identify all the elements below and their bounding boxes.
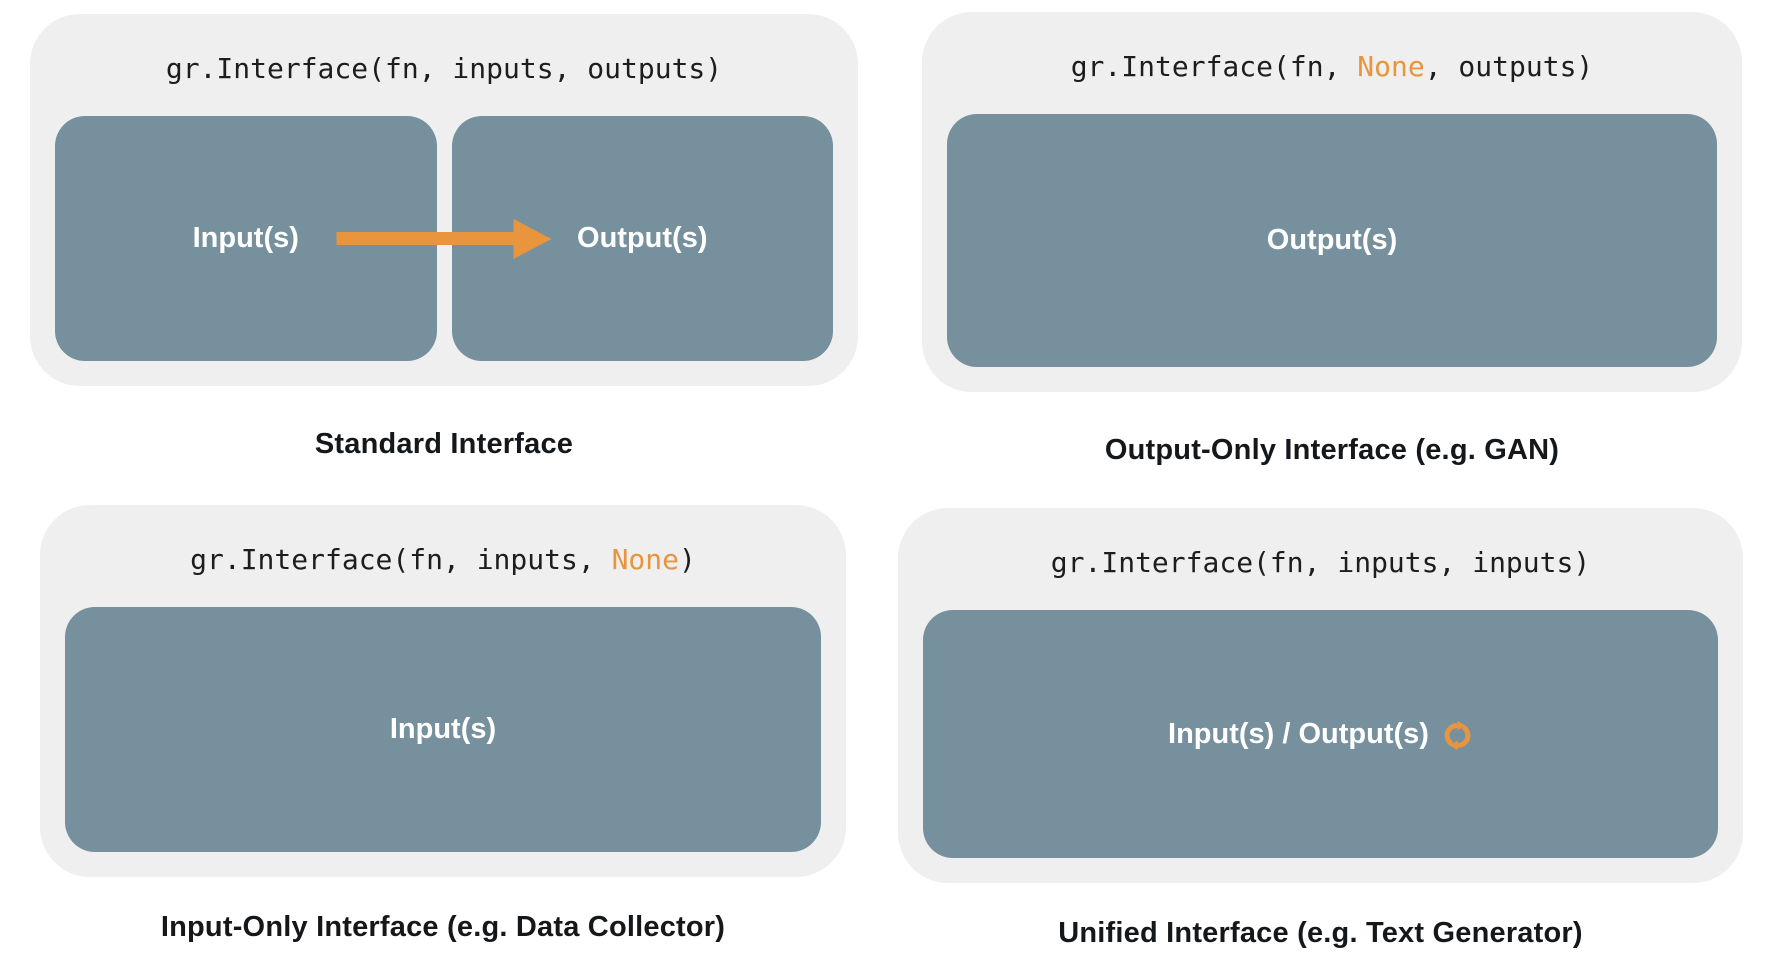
standard-boxes: Input(s) Output(s) — [55, 116, 833, 361]
panel-output-only-card: gr.Interface(fn, None, outputs) Output(s… — [922, 12, 1742, 392]
code-pre: gr.Interface(fn, — [1070, 50, 1358, 83]
code-pre: gr.Interface(fn, inputs, inputs) — [1050, 546, 1591, 579]
caption-input-only: Input-Only Interface (e.g. Data Collecto… — [160, 911, 726, 943]
panel-output-only: gr.Interface(fn, None, outputs) Output(s… — [922, 12, 1742, 467]
caption-output-only: Output-Only Interface (e.g. GAN) — [1104, 434, 1560, 466]
input-box-label: Input(s) — [192, 222, 299, 254]
code-standard: gr.Interface(fn, inputs, outputs) — [55, 36, 833, 102]
code-highlight-none: None — [1357, 50, 1425, 83]
input-output-box-label: Input(s) / Output(s) — [1168, 717, 1429, 750]
input-box-label: Input(s) — [389, 713, 497, 745]
output-box-label: Output(s) — [1266, 224, 1398, 256]
code-unified: gr.Interface(fn, inputs, inputs) — [923, 530, 1718, 596]
code-pre: gr.Interface(fn, inputs, — [190, 543, 612, 576]
unified-boxes: Input(s) / Output(s) — [923, 610, 1718, 858]
input-box: Input(s) — [55, 116, 437, 361]
code-highlight-none: None — [611, 543, 679, 576]
code-post: ) — [679, 543, 696, 576]
panel-unified-card: gr.Interface(fn, inputs, inputs) Input(s… — [898, 508, 1743, 883]
input-output-box: Input(s) / Output(s) — [923, 610, 1718, 858]
sync-icon — [1444, 720, 1471, 750]
code-input-only: gr.Interface(fn, inputs, None) — [65, 527, 821, 593]
panel-input-only: gr.Interface(fn, inputs, None) Input(s) … — [40, 505, 846, 944]
output-box: Output(s) — [947, 114, 1717, 367]
code-post: , outputs) — [1424, 50, 1594, 83]
panel-unified: gr.Interface(fn, inputs, inputs) Input(s… — [898, 508, 1743, 950]
output-only-boxes: Output(s) — [947, 114, 1717, 367]
input-box: Input(s) — [65, 607, 821, 852]
panel-standard: gr.Interface(fn, inputs, outputs) Input(… — [30, 14, 858, 461]
code-pre: gr.Interface(fn, inputs, outputs) — [165, 52, 723, 85]
panel-standard-card: gr.Interface(fn, inputs, outputs) Input(… — [30, 14, 858, 386]
code-output-only: gr.Interface(fn, None, outputs) — [947, 34, 1717, 100]
panel-input-only-card: gr.Interface(fn, inputs, None) Input(s) — [40, 505, 846, 877]
caption-unified: Unified Interface (e.g. Text Generator) — [1058, 917, 1583, 949]
output-box-label: Output(s) — [577, 222, 708, 254]
output-box: Output(s) — [451, 116, 833, 361]
input-only-boxes: Input(s) — [65, 607, 821, 852]
caption-standard: Standard Interface — [314, 428, 574, 460]
